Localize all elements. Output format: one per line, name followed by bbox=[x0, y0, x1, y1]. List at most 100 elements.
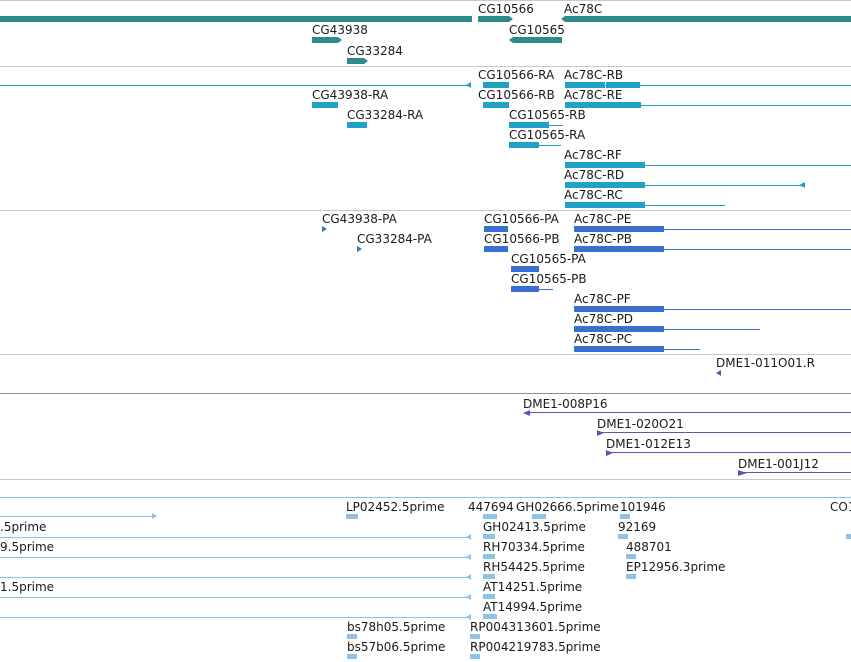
est-segment[interactable] bbox=[470, 634, 480, 639]
clone-label[interactable]: DME1-001J12 bbox=[738, 457, 819, 471]
est-label[interactable]: 447694 bbox=[468, 500, 514, 514]
exon[interactable] bbox=[347, 122, 367, 128]
clone-line[interactable] bbox=[606, 452, 851, 453]
est-segment[interactable] bbox=[532, 514, 546, 519]
cds-segment[interactable] bbox=[484, 246, 508, 252]
protein-label[interactable]: Ac78C-PB bbox=[574, 232, 633, 246]
est-segment[interactable] bbox=[618, 534, 628, 539]
gene-label[interactable]: CG43938 bbox=[312, 23, 368, 37]
gene-label[interactable]: CG10566 bbox=[478, 2, 534, 16]
cds-intron[interactable] bbox=[574, 229, 851, 230]
protein-label[interactable]: CG10566-PB bbox=[484, 232, 560, 246]
est-segment[interactable] bbox=[483, 614, 497, 619]
gene-feature[interactable] bbox=[478, 16, 509, 22]
est-segment[interactable] bbox=[347, 654, 357, 659]
cds-intron[interactable] bbox=[574, 309, 851, 310]
est-segment[interactable] bbox=[846, 534, 851, 539]
est-label[interactable]: AT14251.5prime bbox=[483, 580, 583, 594]
exon[interactable] bbox=[483, 82, 509, 88]
transcript-intron[interactable] bbox=[565, 165, 851, 166]
est-label[interactable]: 9.5prime bbox=[0, 540, 55, 554]
est-label[interactable]: GH02413.5prime bbox=[483, 520, 586, 534]
cds-intron[interactable] bbox=[574, 349, 700, 350]
exon[interactable] bbox=[509, 142, 539, 148]
transcript-label[interactable]: CG10565-RA bbox=[509, 128, 586, 142]
protein-label[interactable]: CG33284-PA bbox=[357, 232, 432, 246]
clone-line[interactable] bbox=[597, 432, 851, 433]
est-segment[interactable] bbox=[483, 574, 495, 579]
est-segment[interactable] bbox=[346, 514, 358, 519]
protein-label[interactable]: CG10566-PA bbox=[484, 212, 559, 226]
est-segment[interactable] bbox=[347, 634, 357, 639]
est-label[interactable]: 488701 bbox=[626, 540, 672, 554]
transcript-intron[interactable] bbox=[539, 145, 561, 146]
clone-line[interactable] bbox=[530, 412, 851, 413]
clone-label[interactable]: DME1-008P16 bbox=[523, 397, 608, 411]
gene-feature[interactable] bbox=[0, 16, 472, 22]
gene-feature[interactable] bbox=[347, 58, 364, 64]
gene-label[interactable]: Ac78C bbox=[564, 2, 603, 16]
exon[interactable] bbox=[483, 102, 509, 108]
est-segment[interactable] bbox=[483, 514, 497, 519]
est-label[interactable]: 1.5prime bbox=[0, 580, 55, 594]
protein-label[interactable]: Ac78C-PE bbox=[574, 212, 632, 226]
est-label[interactable]: CO1 bbox=[830, 500, 851, 514]
transcript-intron[interactable] bbox=[565, 185, 805, 186]
protein-label[interactable]: CG10565-PA bbox=[511, 252, 586, 266]
est-label[interactable]: GH02666.5prime bbox=[516, 500, 619, 514]
est-label[interactable]: RH70334.5prime bbox=[483, 540, 585, 554]
est-label[interactable]: RH54425.5prime bbox=[483, 560, 585, 574]
transcript-label[interactable]: Ac78C-RD bbox=[564, 168, 625, 182]
est-segment[interactable] bbox=[620, 514, 630, 519]
est-label[interactable]: .5prime bbox=[0, 520, 47, 534]
clone-label[interactable]: DME1-020O21 bbox=[597, 417, 684, 431]
est-label[interactable]: bs57b06.5prime bbox=[347, 640, 446, 654]
transcript-label[interactable]: CG43938-RA bbox=[312, 88, 389, 102]
cds-segment[interactable] bbox=[511, 266, 539, 272]
gene-feature[interactable] bbox=[513, 37, 562, 43]
cds-intron[interactable] bbox=[574, 329, 760, 330]
est-segment[interactable] bbox=[483, 534, 495, 539]
protein-label[interactable]: Ac78C-PC bbox=[574, 332, 633, 346]
cds-segment[interactable] bbox=[511, 286, 539, 292]
cds-intron[interactable] bbox=[539, 289, 553, 290]
protein-label[interactable]: Ac78C-PF bbox=[574, 292, 631, 306]
est-label[interactable]: LP02452.5prime bbox=[346, 500, 445, 514]
est-line[interactable] bbox=[0, 537, 470, 538]
transcript-intron[interactable] bbox=[565, 205, 725, 206]
transcript-label[interactable]: CG10566-RA bbox=[478, 68, 555, 82]
exon[interactable] bbox=[312, 102, 338, 108]
transcript-label[interactable]: Ac78C-RC bbox=[564, 188, 623, 202]
exon[interactable] bbox=[606, 82, 640, 88]
est-segment[interactable] bbox=[626, 554, 636, 559]
cds-segment[interactable] bbox=[484, 226, 508, 232]
transcript-intron[interactable] bbox=[565, 85, 851, 86]
gene-feature[interactable] bbox=[312, 37, 338, 43]
transcript-label[interactable]: CG10565-RB bbox=[509, 108, 586, 122]
est-label[interactable]: RP004219783.5prime bbox=[470, 640, 601, 654]
transcript-intron[interactable] bbox=[0, 85, 468, 86]
transcript-label[interactable]: CG33284-RA bbox=[347, 108, 424, 122]
est-label[interactable]: EP12956.3prime bbox=[626, 560, 726, 574]
gene-label[interactable]: CG10565 bbox=[509, 23, 565, 37]
clone-label[interactable]: DME1-012E13 bbox=[606, 437, 691, 451]
est-line[interactable] bbox=[0, 597, 470, 598]
est-segment[interactable] bbox=[470, 654, 480, 659]
est-label[interactable]: AT14994.5prime bbox=[483, 600, 583, 614]
transcript-label[interactable]: Ac78C-RE bbox=[564, 88, 623, 102]
est-label[interactable]: RP004313601.5prime bbox=[470, 620, 601, 634]
est-label[interactable]: 92169 bbox=[618, 520, 657, 534]
clone-line[interactable] bbox=[738, 472, 851, 473]
est-label[interactable]: 101946 bbox=[620, 500, 666, 514]
transcript-label[interactable]: Ac78C-RB bbox=[564, 68, 624, 82]
est-line[interactable] bbox=[0, 557, 470, 558]
est-line[interactable] bbox=[0, 577, 470, 578]
transcript-intron[interactable] bbox=[565, 105, 851, 106]
est-segment[interactable] bbox=[483, 594, 495, 599]
clone-label[interactable]: DME1-011O01.R bbox=[716, 356, 815, 370]
gene-label[interactable]: CG33284 bbox=[347, 44, 403, 58]
protein-label[interactable]: Ac78C-PD bbox=[574, 312, 634, 326]
transcript-label[interactable]: CG10566-RB bbox=[478, 88, 555, 102]
est-segment[interactable] bbox=[626, 574, 636, 579]
exon[interactable] bbox=[509, 122, 549, 128]
